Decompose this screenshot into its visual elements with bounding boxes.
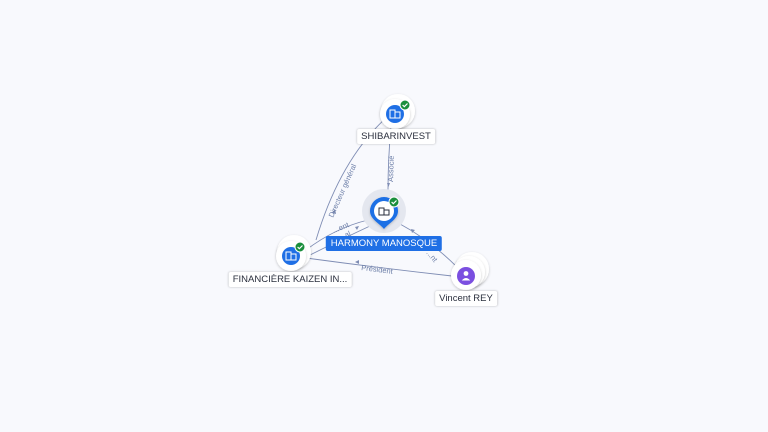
node-shibarinvest[interactable] bbox=[380, 94, 415, 129]
edge-arrows bbox=[332, 183, 415, 264]
node-financiere-kaizen[interactable] bbox=[276, 235, 311, 271]
node-label-vincent-rey[interactable]: Vincent REY bbox=[435, 291, 497, 306]
arrow-head bbox=[355, 260, 359, 264]
arrow-head bbox=[411, 229, 415, 233]
edge-label-president: Président bbox=[361, 263, 394, 276]
edge-label-associe: Associé bbox=[386, 156, 396, 183]
person-icon bbox=[461, 271, 471, 281]
edge-label-directeur-general: Directeur général bbox=[327, 162, 359, 219]
edge-vincent-kaizen[interactable] bbox=[305, 257, 453, 277]
node-label-shibarinvest[interactable]: SHIBARINVEST bbox=[357, 129, 435, 144]
building-icon bbox=[285, 251, 297, 261]
edge-kaizen-shibarinvest[interactable] bbox=[315, 117, 387, 241]
check-icon bbox=[402, 103, 408, 108]
check-icon bbox=[391, 200, 397, 205]
node-disc bbox=[457, 267, 475, 285]
arrow-head bbox=[387, 183, 390, 187]
arrow-head bbox=[332, 209, 336, 214]
building-icon bbox=[389, 109, 401, 119]
check-icon bbox=[297, 245, 303, 250]
verified-badge bbox=[399, 99, 411, 111]
building-icon bbox=[378, 207, 390, 216]
node-label-harmony-manosque[interactable]: HARMONY MANOSQUE bbox=[325, 236, 443, 251]
verified-badge bbox=[294, 241, 306, 253]
node-harmony-manosque[interactable] bbox=[362, 189, 406, 233]
node-label-financiere-kaizen[interactable]: FINANCIÈRE KAIZEN IN... bbox=[228, 272, 352, 287]
arrow-head bbox=[355, 226, 359, 230]
edge-kaizen-center-a[interactable] bbox=[305, 219, 369, 251]
node-vincent-rey[interactable] bbox=[451, 252, 489, 290]
verified-badge bbox=[388, 196, 400, 208]
